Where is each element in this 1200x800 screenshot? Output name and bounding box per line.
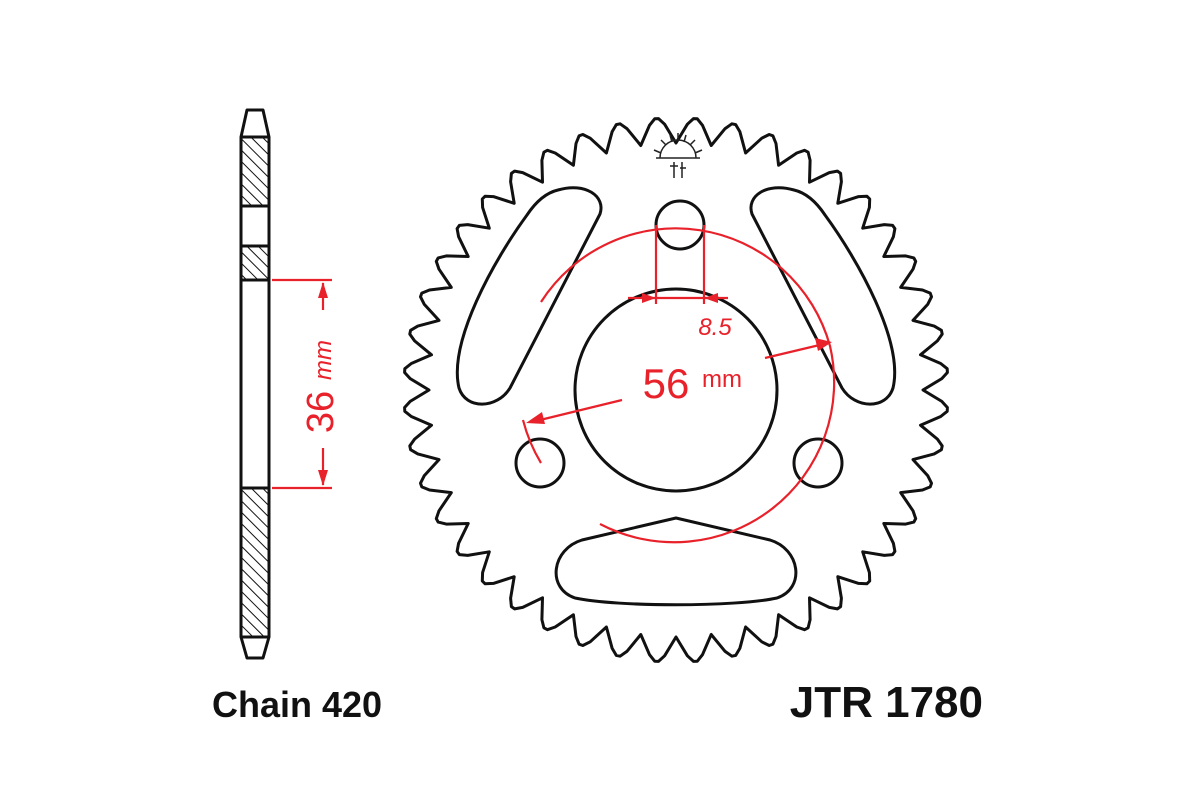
bolt-circle-arc (521, 227, 836, 544)
hub-width-dimension: 36 mm (272, 278, 342, 490)
hub-width-value: 36 (300, 391, 342, 433)
hatch-bottom (241, 488, 269, 637)
hatch-mid (241, 246, 269, 280)
bolt-hole-left (514, 437, 566, 489)
bolt-circle-value: 56 (643, 360, 690, 407)
sprocket-front-view (403, 117, 949, 663)
side-profile-outline (239, 108, 271, 660)
sprocket-teeth-outline (403, 117, 949, 663)
bolt-circle-dimension: 56 mm (521, 227, 836, 544)
chain-label: Chain 420 (212, 684, 382, 725)
bolt-hole-diameter: 8.5 (698, 314, 732, 341)
jt-sunburst-logo-icon (653, 133, 703, 178)
side-profile (239, 108, 271, 660)
cutout-left (455, 186, 603, 406)
cutout-bottom (554, 516, 798, 607)
cutout-right (749, 186, 897, 406)
bolt-circle-unit: mm (702, 366, 742, 393)
bolt-hole-dimension: 8.5 (628, 225, 732, 341)
hub-width-unit: mm (310, 340, 337, 380)
part-number: JTR 1780 (790, 678, 983, 727)
bolt-hole-top (654, 199, 706, 251)
hatch-top (241, 137, 269, 206)
center-bore (573, 287, 779, 493)
bolt-hole-right (792, 437, 844, 489)
